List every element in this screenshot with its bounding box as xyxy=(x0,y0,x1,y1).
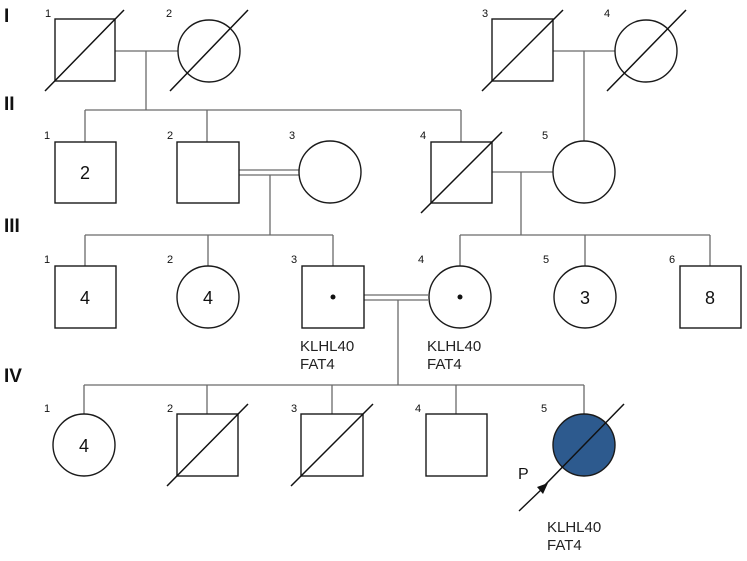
deceased-slash xyxy=(420,131,503,214)
generation-label-i: I xyxy=(4,6,9,27)
individual-iii1: 4 1 xyxy=(44,254,117,329)
male-symbol xyxy=(54,265,117,329)
individual-ii4: 4 xyxy=(420,130,503,214)
sibling-count: 8 xyxy=(705,288,715,308)
sibling-count: 4 xyxy=(80,288,90,308)
male-symbol xyxy=(425,413,488,477)
individual-number: 1 xyxy=(44,403,50,415)
individual-ii1: 2 1 xyxy=(44,130,117,204)
individual-number: 3 xyxy=(291,403,297,415)
gene-label: FAT4 xyxy=(300,356,335,373)
female-symbol xyxy=(553,265,617,329)
deceased-slash xyxy=(166,403,249,487)
individual-number: 5 xyxy=(542,130,548,142)
sibling-count: 4 xyxy=(79,436,89,456)
individual-ii5: 5 xyxy=(542,130,616,204)
male-symbol xyxy=(679,265,742,329)
deceased-slash xyxy=(481,9,564,92)
female-symbol xyxy=(298,140,362,204)
individual-ii2: 2 xyxy=(167,130,240,204)
generation-label-iii: III xyxy=(4,216,20,237)
male-symbol xyxy=(54,141,117,204)
individual-number: 5 xyxy=(541,403,547,415)
deceased-slash xyxy=(543,403,625,487)
carrier-dot xyxy=(330,294,336,300)
individual-i3: 3 xyxy=(481,8,564,92)
individual-number: 3 xyxy=(291,254,297,266)
individual-number: 2 xyxy=(167,254,173,266)
carrier-dot xyxy=(457,294,463,300)
deceased-slash xyxy=(169,9,249,92)
individual-iv5-proband: 5 P KLHL40 FAT4 xyxy=(518,403,625,554)
individual-number: 5 xyxy=(543,254,549,266)
deceased-slash xyxy=(290,403,374,487)
individual-number: 1 xyxy=(45,8,51,20)
gene-label: KLHL40 xyxy=(547,519,601,536)
individual-iv2: 2 xyxy=(166,403,249,487)
generation-label-ii: II xyxy=(4,94,15,115)
gene-label: KLHL40 xyxy=(300,338,354,355)
individual-number: 4 xyxy=(604,8,610,20)
pedigree-lines xyxy=(83,50,711,414)
gene-label: KLHL40 xyxy=(427,338,481,355)
individual-iii2: 4 2 xyxy=(167,254,240,329)
deceased-slash xyxy=(606,9,687,92)
individual-number: 3 xyxy=(289,130,295,142)
individual-ii3: 3 xyxy=(289,130,362,204)
sibling-count: 3 xyxy=(580,288,590,308)
individual-number: 4 xyxy=(418,254,424,266)
individual-iii5: 3 5 xyxy=(543,254,617,329)
individual-iv4: 4 xyxy=(415,403,488,477)
individual-number: 2 xyxy=(167,130,173,142)
individual-i2: 2 xyxy=(166,8,249,92)
individual-number: 1 xyxy=(44,130,50,142)
individual-number: 6 xyxy=(669,254,675,266)
deceased-slash xyxy=(44,9,125,92)
individual-iii6: 8 6 xyxy=(669,254,742,329)
individual-number: 2 xyxy=(167,403,173,415)
individual-i4: 4 xyxy=(604,8,687,92)
individual-number: 4 xyxy=(420,130,426,142)
individual-iii3: 3 KLHL40 FAT4 xyxy=(291,254,365,373)
female-symbol xyxy=(176,265,240,329)
individual-number: 2 xyxy=(166,8,172,20)
individual-number: 1 xyxy=(44,254,50,266)
gene-label: FAT4 xyxy=(427,356,462,373)
individual-iv1: 4 1 xyxy=(44,403,116,477)
male-symbol xyxy=(176,141,240,204)
individual-iii4: 4 KLHL40 FAT4 xyxy=(418,254,492,373)
proband-arrow-icon xyxy=(518,483,548,512)
individual-iv3: 3 xyxy=(290,403,374,487)
sibling-count: 4 xyxy=(203,288,213,308)
female-symbol xyxy=(52,413,116,477)
generation-label-iv: IV xyxy=(4,366,22,387)
individual-i1: 1 xyxy=(44,8,125,92)
individual-number: 3 xyxy=(482,8,488,20)
individual-number: 4 xyxy=(415,403,421,415)
proband-label: P xyxy=(518,466,529,483)
sibling-count: 2 xyxy=(80,163,90,183)
female-symbol xyxy=(552,140,616,204)
gene-label: FAT4 xyxy=(547,537,582,554)
